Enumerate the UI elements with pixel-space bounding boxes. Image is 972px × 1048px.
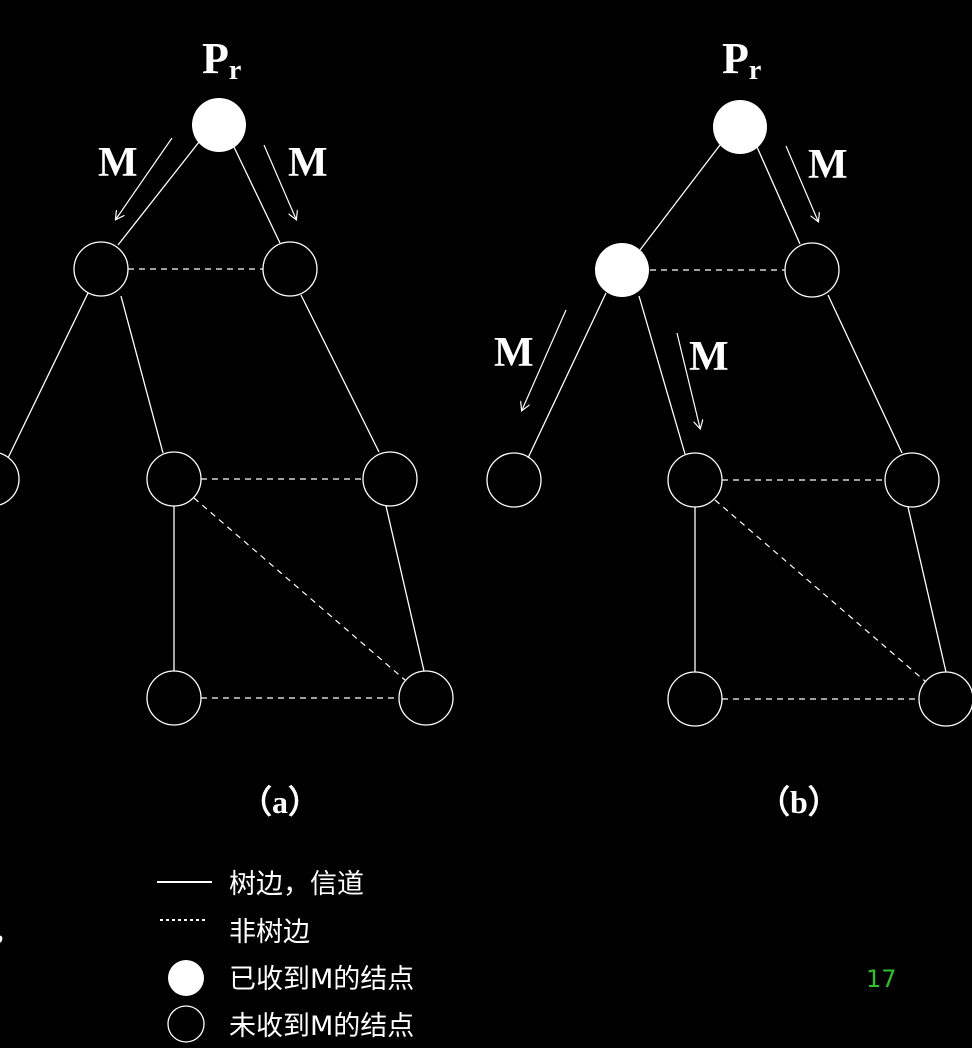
tree-edge	[638, 295, 686, 455]
unreceived-node	[146, 451, 202, 507]
tree-edge	[527, 292, 607, 459]
tree-edge	[300, 294, 380, 453]
diagram-caption: （b）	[758, 784, 840, 820]
unreceived-node	[262, 241, 318, 297]
received-node	[713, 100, 767, 154]
tree-edge	[385, 505, 425, 672]
unreceived-node	[884, 452, 940, 508]
unreceived-node	[398, 670, 454, 726]
message-label: M	[689, 334, 729, 380]
message-arrow	[785, 145, 818, 221]
page-number: 17	[866, 965, 897, 993]
unreceived-node	[146, 670, 202, 726]
diagram-b: Pr M M M （b）	[486, 34, 972, 820]
unreceived-node	[918, 671, 972, 727]
unreceived-node	[667, 452, 723, 508]
message-arrow	[522, 309, 567, 410]
non-tree-edge	[714, 499, 927, 683]
tree-edge	[756, 146, 801, 245]
non-tree-edges-a	[128, 268, 406, 699]
legend: 树边，信道 非树边 已收到M的结点 未收到M的结点	[157, 869, 414, 1043]
message-arrow	[676, 332, 700, 428]
received-node	[595, 243, 649, 297]
legend-not-received-label: 未收到M的结点	[229, 1011, 414, 1042]
message-arrow	[263, 144, 296, 219]
tree-edge	[233, 146, 281, 244]
diagram-a: Pr M M （a）	[0, 34, 454, 820]
legend-received-label: 已收到M的结点	[229, 964, 414, 995]
legend-non-tree-edge-label: 非树边	[229, 917, 310, 948]
tree-edge	[120, 295, 164, 454]
message-label: M	[808, 142, 848, 188]
legend-filled-node-icon	[168, 960, 204, 996]
tree-edge	[827, 294, 903, 454]
tree-edge	[907, 506, 947, 673]
unreceived-node	[486, 452, 542, 508]
message-label: M	[98, 140, 138, 186]
unreceived-node	[0, 452, 20, 506]
legend-tree-edge-label: 树边，信道	[229, 869, 364, 900]
received-node	[192, 98, 246, 152]
legend-empty-node-icon	[167, 1005, 205, 1043]
non-tree-edge	[193, 497, 406, 681]
root-label: Pr	[722, 34, 761, 86]
message-arrow	[116, 137, 173, 219]
root-label: Pr	[202, 34, 241, 86]
unreceived-node	[73, 241, 129, 297]
non-tree-edges-b	[650, 269, 927, 700]
diagram-caption: （a）	[240, 784, 320, 820]
tree-edge	[117, 141, 200, 246]
unreceived-node	[784, 242, 840, 298]
unreceived-node	[667, 671, 723, 727]
message-label: M	[494, 330, 534, 376]
tree-edges-a	[7, 141, 425, 672]
unreceived-node	[362, 451, 418, 507]
left-edge-mark: ,	[0, 914, 4, 947]
tree-edge	[7, 292, 89, 459]
message-label: M	[288, 140, 328, 186]
tree-edges-b	[527, 144, 947, 673]
tree-edge	[639, 144, 721, 251]
